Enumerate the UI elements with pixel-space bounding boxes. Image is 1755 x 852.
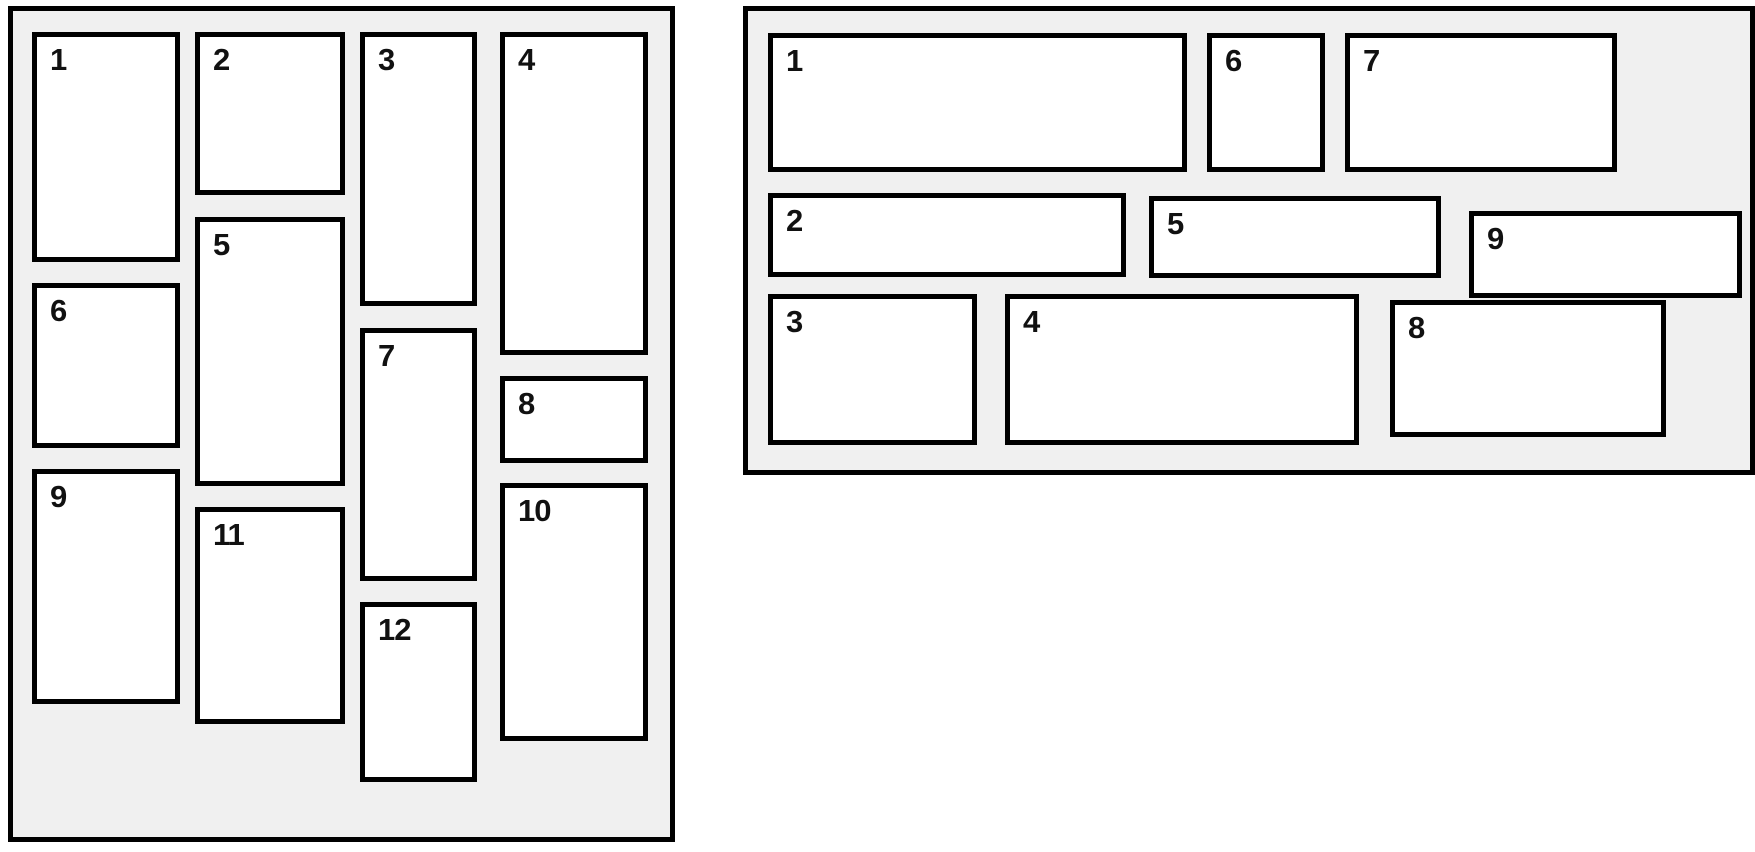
masonry-item: 3 bbox=[768, 294, 977, 445]
masonry-item: 9 bbox=[32, 469, 180, 704]
masonry-item: 4 bbox=[1005, 294, 1359, 445]
masonry-item: 2 bbox=[768, 193, 1126, 277]
masonry-item: 6 bbox=[32, 283, 180, 448]
item-number: 8 bbox=[518, 386, 535, 421]
masonry-item: 1 bbox=[768, 33, 1187, 172]
masonry-item: 3 bbox=[360, 32, 477, 306]
item-number: 7 bbox=[378, 338, 395, 373]
item-number: 4 bbox=[518, 42, 535, 77]
item-number: 1 bbox=[786, 43, 803, 78]
masonry-item: 7 bbox=[1345, 33, 1617, 172]
item-number: 11 bbox=[213, 517, 245, 552]
item-number: 3 bbox=[378, 42, 395, 77]
item-number: 4 bbox=[1023, 304, 1040, 339]
masonry-item: 7 bbox=[360, 328, 477, 581]
masonry-item: 12 bbox=[360, 602, 477, 782]
masonry-item: 1 bbox=[32, 32, 180, 262]
item-number: 1 bbox=[50, 42, 67, 77]
item-number: 6 bbox=[50, 293, 67, 328]
masonry-item: 11 bbox=[195, 507, 345, 724]
masonry-item: 5 bbox=[195, 217, 345, 486]
masonry-item: 5 bbox=[1149, 196, 1441, 278]
item-number: 12 bbox=[378, 612, 411, 647]
item-number: 2 bbox=[786, 203, 803, 238]
item-number: 9 bbox=[1487, 221, 1504, 256]
item-number: 5 bbox=[1167, 206, 1184, 241]
masonry-item: 6 bbox=[1207, 33, 1325, 172]
masonry-item: 2 bbox=[195, 32, 345, 195]
item-number: 3 bbox=[786, 304, 803, 339]
masonry-item: 8 bbox=[500, 376, 648, 463]
masonry-item: 10 bbox=[500, 483, 648, 741]
item-number: 5 bbox=[213, 227, 230, 262]
left-masonry-panel: 1 6 9 2 5 11 3 7 12 4 bbox=[8, 6, 675, 842]
masonry-item: 4 bbox=[500, 32, 648, 355]
item-number: 8 bbox=[1408, 310, 1425, 345]
item-number: 2 bbox=[213, 42, 230, 77]
item-number: 10 bbox=[518, 493, 551, 528]
item-number: 9 bbox=[50, 479, 67, 514]
masonry-item: 9 bbox=[1469, 211, 1742, 298]
item-number: 6 bbox=[1225, 43, 1242, 78]
right-masonry-panel: 1 6 7 2 5 9 3 4 8 bbox=[743, 6, 1755, 475]
masonry-item: 8 bbox=[1390, 300, 1666, 437]
item-number: 7 bbox=[1363, 43, 1380, 78]
